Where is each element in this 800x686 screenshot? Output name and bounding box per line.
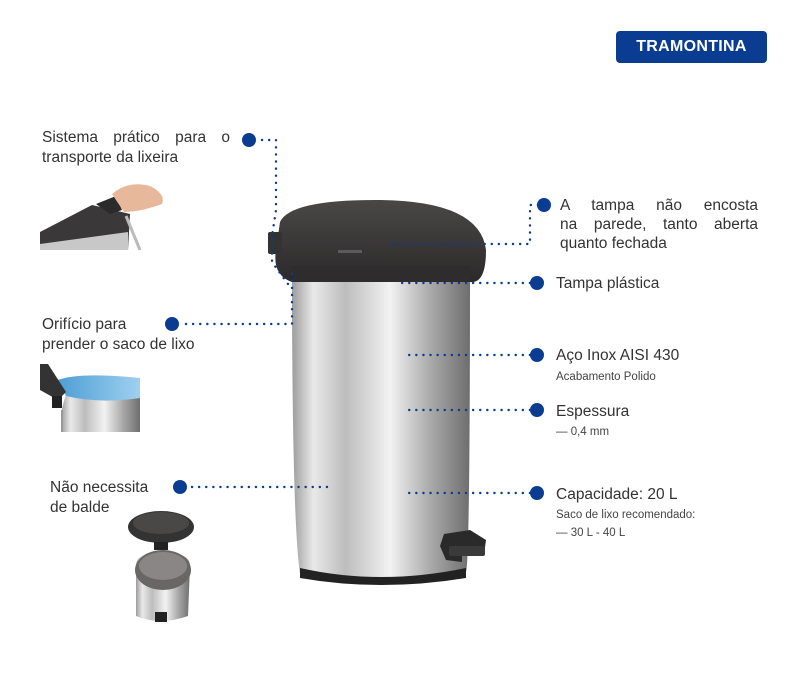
bullet-dot (165, 317, 179, 331)
thumbnail-bag-hole (40, 362, 140, 434)
bullet-dot (173, 480, 187, 494)
feature-line: Sistema prático para o (42, 129, 230, 146)
feature-bag-hole-line1: Orifício para (42, 316, 127, 333)
bullet-dot (530, 486, 544, 500)
trash-bin-body (292, 266, 486, 585)
feature-steel-detail: Acabamento Polido (556, 371, 656, 383)
feature-lid-wall-line1: A tampa não encosta (560, 197, 758, 214)
feature-capacity-title: Capacidade: 20 L (556, 486, 678, 503)
feature-thickness-title: Espessura (556, 403, 630, 420)
feature-capacity-detail: Saco de lixo recomendado: (556, 509, 696, 521)
feature-transport-line2: transporte da lixeira (42, 149, 179, 166)
feature-lid-wall-line2: na parede, tanto aberta (560, 216, 758, 233)
bullet-dot (537, 198, 551, 212)
thumbnail-open-bin (128, 511, 194, 622)
feature-no-bucket-line2: de balde (50, 499, 110, 516)
feature-thickness-detail: — 0,4 mm (556, 426, 610, 438)
trash-bin-lid (268, 200, 486, 283)
feature-lid-wall-line3: quanto fechada (560, 235, 667, 252)
leader-lines (184, 138, 540, 495)
brand-logo: TRAMONTINA (616, 31, 767, 63)
feature-plastic-lid: Tampa plástica (556, 275, 660, 292)
bullet-dot (530, 348, 544, 362)
bullet-dot (530, 276, 544, 290)
bullet-dot (242, 133, 256, 147)
feature-steel-title: Aço Inox AISI 430 (556, 347, 680, 364)
bullet-dot (530, 403, 544, 417)
feature-transport: Sistema prático para o (42, 128, 230, 148)
thumbnail-transport (40, 178, 166, 252)
feature-bag-hole-line2: prender o saco de lixo (42, 336, 195, 353)
feature-no-bucket-line1: Não necessita (50, 479, 149, 496)
feature-capacity-detail2: — 30 L - 40 L (556, 527, 626, 539)
